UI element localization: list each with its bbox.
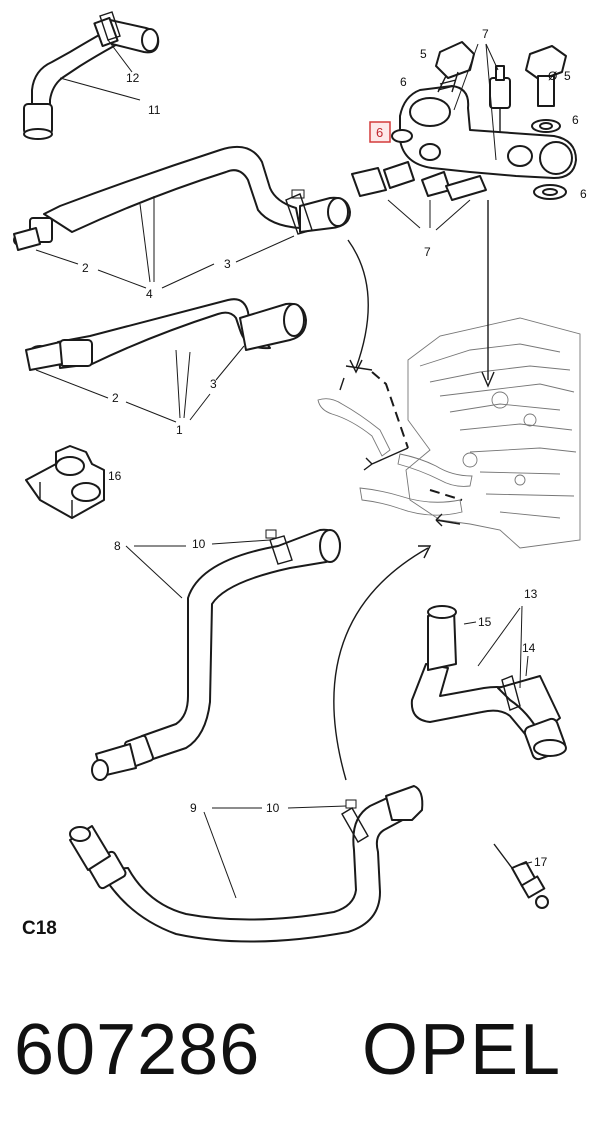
callout-2-lower: 2 [112,391,119,405]
callout-9: 9 [190,801,197,815]
callout-3-upper: 3 [224,257,231,271]
washer-part-6-highlighted[interactable] [391,129,413,143]
parts-diagram: 12 11 2 4 3 2 1 3 [13,11,587,943]
callout-5-right: 5 [564,69,571,83]
brand-name: OPEL [362,1010,563,1090]
callout-10-lower: 10 [266,801,280,815]
part-number: 607286 [14,1010,261,1090]
hose-clamp-part-14[interactable] [501,675,521,711]
svg-text:6: 6 [376,125,383,140]
highlighted-callout-6[interactable]: 6 [369,121,391,143]
connector-part-7[interactable] [351,161,415,197]
bolt-part-5-left[interactable] [435,41,475,93]
bolt-part-5-right[interactable] [525,45,567,107]
callout-17: 17 [534,855,548,869]
engine-block-outline [317,317,581,549]
callout-15: 15 [478,615,492,629]
callout-3-lower: 3 [210,377,217,391]
hose-part-9[interactable] [69,785,424,943]
sender-switch-part-7[interactable] [489,65,511,132]
callout-7-lower: 7 [424,245,431,259]
callout-16: 16 [108,469,122,483]
pipe-part-7[interactable] [421,171,487,201]
footer: 607286 OPEL [0,1000,600,1110]
callout-14: 14 [522,641,536,655]
callout-10-upper: 10 [192,537,206,551]
hose-clamp-part-3-upper[interactable] [285,189,313,235]
hose-part-8[interactable] [91,528,341,781]
hose-clamp-part-10-upper[interactable] [265,529,293,565]
callout-8: 8 [114,539,121,553]
callout-5-prefix: Ø [548,69,557,83]
callout-11: 11 [148,103,161,117]
temperature-sensor-part-17[interactable] [493,843,549,909]
hose-clamp-part-10-lower[interactable] [341,799,369,843]
callout-1: 1 [176,423,183,437]
thermostat-housing-part-7[interactable] [399,85,577,179]
callout-7-upper: 7 [482,27,489,41]
callout-6-upper-left: 6 [400,75,407,89]
callout-4: 4 [146,287,153,301]
callout-6-right-upper: 6 [572,113,579,127]
callout-13: 13 [524,587,538,601]
callout-2-upper: 2 [82,261,89,275]
callout-12: 12 [126,71,140,85]
hose-part-1[interactable] [25,298,307,371]
hose-part-13[interactable] [410,605,567,761]
model-code: C18 [22,918,57,939]
hose-clamp-part-12[interactable] [99,11,121,41]
hose-part-11[interactable] [23,16,160,140]
hose-part-4[interactable] [13,146,351,251]
washer-part-6-upper[interactable] [531,119,561,133]
washer-part-6-lower[interactable] [533,184,567,200]
hose-clip-part-16[interactable] [25,445,105,519]
callout-5-left: 5 [420,47,427,61]
callout-6-right-lower: 6 [580,187,587,201]
